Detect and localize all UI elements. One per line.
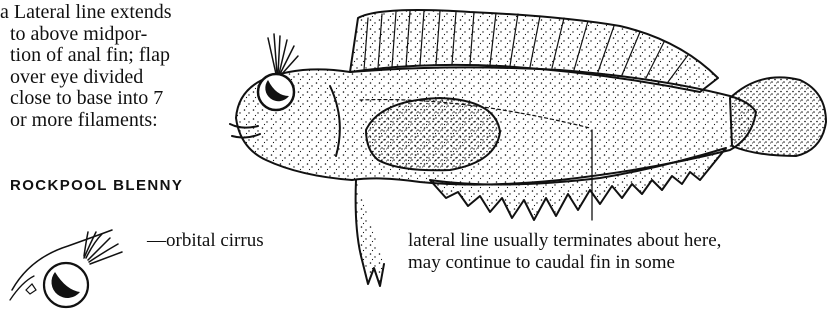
eye-detail-drawing xyxy=(10,230,122,307)
pectoral-fin xyxy=(366,98,500,170)
eye-detail-orbit xyxy=(44,263,88,307)
orbital-cirrus xyxy=(268,34,298,75)
fish-eye xyxy=(258,74,294,110)
orbital-cirrus-detail xyxy=(84,232,122,264)
blenny-fish-drawing xyxy=(230,10,826,286)
pelvic-fin xyxy=(356,180,384,286)
caudal-fin xyxy=(730,77,826,156)
